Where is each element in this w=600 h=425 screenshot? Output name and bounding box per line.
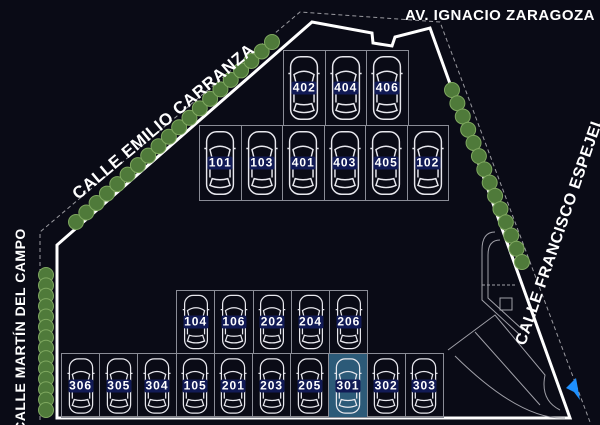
parking-slot-105[interactable]: 105 xyxy=(175,353,215,418)
parking-slot-403[interactable]: 403 xyxy=(323,125,366,201)
street-label-west: CALLE MARTÍN DEL CAMPO xyxy=(11,228,28,425)
slot-number: 102 xyxy=(415,155,441,170)
parking-slot-304[interactable]: 304 xyxy=(137,353,177,418)
parking-slot-406[interactable]: 406 xyxy=(366,50,409,126)
slot-number: 301 xyxy=(335,378,361,392)
tree-icon xyxy=(68,214,84,230)
parking-slot-205[interactable]: 205 xyxy=(290,353,330,418)
street-label-north: AV. IGNACIO ZARAGOZA xyxy=(405,7,596,24)
parking-slot-103[interactable]: 103 xyxy=(240,125,283,201)
slot-number: 103 xyxy=(249,155,275,170)
slot-number: 304 xyxy=(144,378,170,392)
parking-slot-204[interactable]: 204 xyxy=(290,290,331,354)
parking-slot-305[interactable]: 305 xyxy=(99,353,139,418)
slot-number: 306 xyxy=(68,378,94,392)
tree-icon xyxy=(109,176,126,193)
parking-slot-101[interactable]: 101 xyxy=(199,125,242,201)
tree-icon xyxy=(150,138,167,155)
slot-number: 303 xyxy=(411,378,437,392)
tree-icon xyxy=(191,100,208,117)
parking-slot-206[interactable]: 206 xyxy=(329,290,369,354)
tree-icon xyxy=(222,71,239,88)
parking-slot-203[interactable]: 203 xyxy=(252,353,292,418)
trees xyxy=(38,34,530,418)
slot-number: 202 xyxy=(259,314,285,329)
slot-number: 406 xyxy=(374,80,400,95)
tree-icon xyxy=(233,62,250,79)
parking-slot-405[interactable]: 405 xyxy=(365,125,408,201)
parking-slot-303[interactable]: 303 xyxy=(404,353,444,418)
slot-number: 105 xyxy=(182,378,208,392)
slot-number: 401 xyxy=(290,155,316,170)
slot-number: 201 xyxy=(220,378,246,392)
parking-slot-401[interactable]: 401 xyxy=(282,125,325,201)
ramp xyxy=(447,231,566,419)
tree-icon xyxy=(253,43,270,60)
slot-number: 104 xyxy=(183,314,209,329)
slot-number: 405 xyxy=(373,155,399,170)
slot-number: 402 xyxy=(291,80,317,95)
parking-slot-402[interactable]: 402 xyxy=(283,50,326,126)
parking-slot-201[interactable]: 201 xyxy=(213,353,253,418)
parking-slot-306[interactable]: 306 xyxy=(61,353,101,418)
tree-icon xyxy=(171,119,188,136)
tree-icon xyxy=(264,34,280,50)
slot-number: 205 xyxy=(297,378,323,392)
slot-number: 101 xyxy=(207,155,233,170)
slot-number: 403 xyxy=(332,155,358,170)
tree-icon xyxy=(140,147,157,164)
slot-number: 106 xyxy=(221,314,247,329)
tree-icon xyxy=(78,204,95,221)
parking-slot-102[interactable]: 102 xyxy=(406,125,449,201)
tree-icon xyxy=(243,52,260,69)
tree-icon xyxy=(514,254,530,270)
property-dashed-line xyxy=(39,11,591,423)
slot-number: 206 xyxy=(336,314,362,329)
parking-slot-202[interactable]: 202 xyxy=(252,290,292,354)
slot-number: 204 xyxy=(298,314,324,329)
tree-icon xyxy=(181,109,198,126)
parking-slot-302[interactable]: 302 xyxy=(366,353,406,418)
parking-slot-404[interactable]: 404 xyxy=(324,50,367,126)
parking-slot-301[interactable]: 301 xyxy=(328,353,368,418)
slot-number: 302 xyxy=(373,378,399,392)
parking-slot-104[interactable]: 104 xyxy=(176,290,216,354)
tree-icon xyxy=(212,81,229,98)
tree-icon xyxy=(88,195,105,212)
tree-icon xyxy=(38,402,54,418)
tree-icon xyxy=(129,157,146,174)
parking-slot-106[interactable]: 106 xyxy=(214,290,254,354)
tree-icon xyxy=(202,90,219,107)
slot-number: 404 xyxy=(333,80,359,95)
tree-icon xyxy=(119,166,136,183)
tree-icon xyxy=(160,128,177,145)
slot-number: 203 xyxy=(259,378,285,392)
slot-number: 305 xyxy=(106,378,132,392)
tree-icon xyxy=(98,185,115,202)
